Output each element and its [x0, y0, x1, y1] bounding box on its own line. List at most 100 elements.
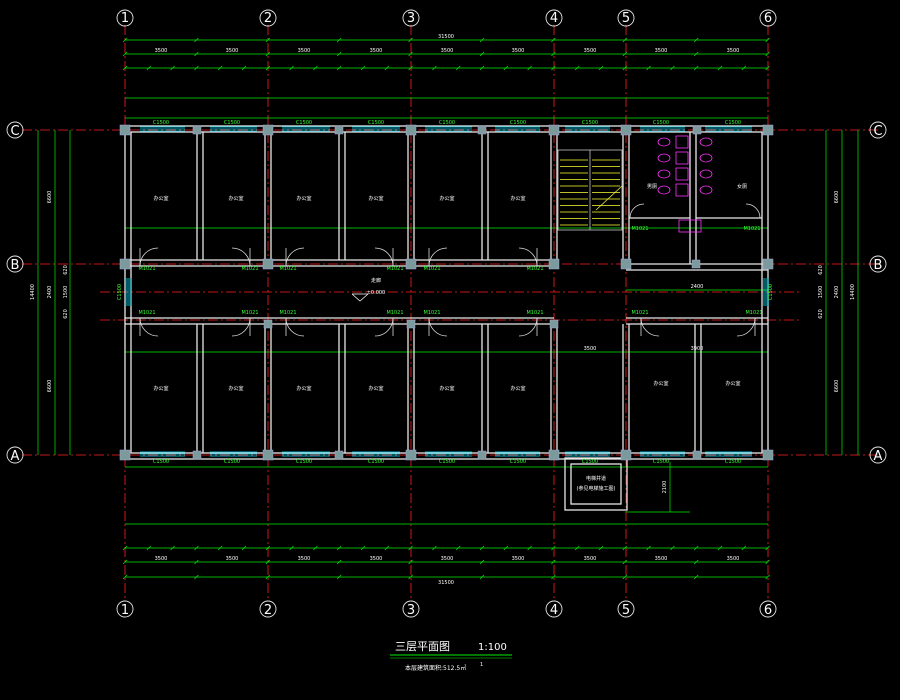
dim-tick-93 [622, 574, 628, 580]
window-tag-top-0: C1500 [153, 120, 169, 126]
dim-bay-bottom-4: 3500 [370, 556, 383, 562]
column-6 [405, 124, 417, 136]
door-tag-3: M1021 [386, 266, 403, 272]
room-office-6: 办公室 [510, 195, 525, 202]
window-tag-top-2: C1500 [296, 120, 312, 126]
room-office-9: 办公室 [296, 385, 311, 392]
window-tag-bottom-1: C1500 [224, 459, 240, 465]
dim-tick-46 [741, 65, 747, 71]
dim-tick-50 [170, 545, 175, 551]
axis-bubble-left-A [6, 446, 24, 464]
dimension-lines [37, 39, 859, 578]
dim-tick-80 [408, 559, 413, 565]
window-tag-bottom-0: C1500 [153, 459, 169, 465]
column-26 [263, 319, 273, 329]
dim-tick-3 [336, 37, 342, 43]
window-tag-bottom-5: C1500 [510, 459, 526, 465]
column-0 [119, 124, 131, 136]
dim-tick-90 [408, 574, 413, 580]
toilet-right-2 [699, 169, 713, 179]
axis-bubble-bottom-2 [259, 600, 277, 618]
window-tag-top-1: C1500 [224, 120, 240, 126]
dim-left-c3: 620 [63, 309, 69, 319]
room-wc-female: 女厕 [737, 183, 747, 190]
dim-tick-55 [289, 545, 294, 551]
dim-bay-bottom-7: 3500 [584, 556, 597, 562]
dim-tick-95 [765, 574, 770, 580]
dim-tick-47 [765, 65, 770, 71]
window-tag-east: C1500 [768, 284, 774, 300]
dim-tick-86 [122, 574, 128, 580]
dim-bay-bottom-2: 3500 [226, 556, 239, 562]
dim-tick-53 [241, 545, 247, 551]
column-19 [334, 125, 344, 135]
axis-label-6-top: 6 [764, 11, 772, 26]
dim-tick-37 [527, 65, 532, 71]
drawing-area-note-mark: 1 [480, 662, 483, 668]
dim-left-c2: 1500 [63, 286, 69, 299]
axis-bubble-top-6 [759, 9, 777, 27]
dim-tick-62 [455, 545, 461, 551]
axis-label-6-bottom: 6 [764, 603, 772, 618]
axis-label-1-bottom: 1 [121, 603, 129, 618]
axis-bubble-top-3 [402, 9, 420, 27]
door-tag-11: M1021 [526, 310, 543, 316]
dim-tick-57 [336, 545, 342, 551]
dim-tick-33 [432, 65, 437, 71]
window-tag-bottom-2: C1500 [296, 459, 312, 465]
door-tag-6: M1021 [138, 310, 155, 316]
dim-right-lower: 6600 [834, 380, 840, 393]
door-tag-7: M1021 [241, 310, 258, 316]
window-tag-bottom-3: C1500 [368, 459, 384, 465]
room-office-11: 办公室 [439, 385, 454, 392]
dim-tick-68 [598, 545, 604, 551]
dim-left-corridor: 2400 [47, 286, 53, 299]
dim-tick-88 [265, 574, 271, 580]
dim-tick-8 [693, 37, 699, 43]
window-tag-top-5: C1500 [510, 120, 526, 126]
dim-tick-79 [336, 559, 342, 565]
dim-tick-65 [527, 545, 532, 551]
dim-tick-13 [336, 51, 342, 57]
axis-labels: 1 2 3 4 5 6 1 2 3 4 5 6 C B A C B A [10, 11, 882, 618]
toilet-right-0 [699, 137, 713, 147]
door-tag-10: M1021 [423, 310, 440, 316]
column-15 [762, 124, 774, 136]
windows [126, 126, 769, 457]
dim-tick-30 [360, 65, 366, 71]
room-corridor: 走廊 [371, 277, 381, 284]
dim-tick-63 [479, 545, 485, 551]
toilet-right-3 [699, 185, 713, 195]
room-office-5: 办公室 [439, 195, 454, 202]
stair [557, 149, 623, 231]
dim-tick-15 [479, 51, 485, 57]
window-tag-bottom-7: C1500 [653, 459, 669, 465]
axis-label-1-top: 1 [121, 11, 129, 26]
column-9 [548, 124, 560, 136]
dim-tick-17 [622, 51, 628, 57]
dim-tick-54 [265, 545, 271, 551]
dim-tick-84 [693, 559, 699, 565]
door-tag-15: M1021 [743, 226, 760, 232]
room-office-4: 办公室 [368, 195, 383, 202]
dim-left-lower: 6600 [47, 380, 53, 393]
column-12 [620, 124, 632, 136]
dim-tick-38 [551, 65, 556, 71]
dim-left-c1: 620 [63, 265, 69, 275]
toilet-right-1 [699, 153, 713, 163]
dim-east-corridor: 2400 [691, 284, 704, 290]
column-29 [691, 259, 701, 269]
column-23 [477, 450, 487, 460]
dim-bay-top-2: 3500 [226, 48, 239, 54]
dim-bay-top-6: 3500 [512, 48, 525, 54]
room-corridor-elev: ±0.000 [367, 290, 386, 296]
axis-label-C-right: C [873, 124, 882, 139]
dim-tick-44 [693, 65, 699, 71]
door-tag-0: M1021 [138, 266, 155, 272]
toilet-left-1 [657, 153, 671, 163]
room-office-3: 办公室 [296, 195, 311, 202]
column-1 [119, 258, 131, 270]
dim-tick-75 [765, 545, 770, 551]
stall-2 [675, 167, 689, 181]
axis-bubble-top-2 [259, 9, 277, 27]
